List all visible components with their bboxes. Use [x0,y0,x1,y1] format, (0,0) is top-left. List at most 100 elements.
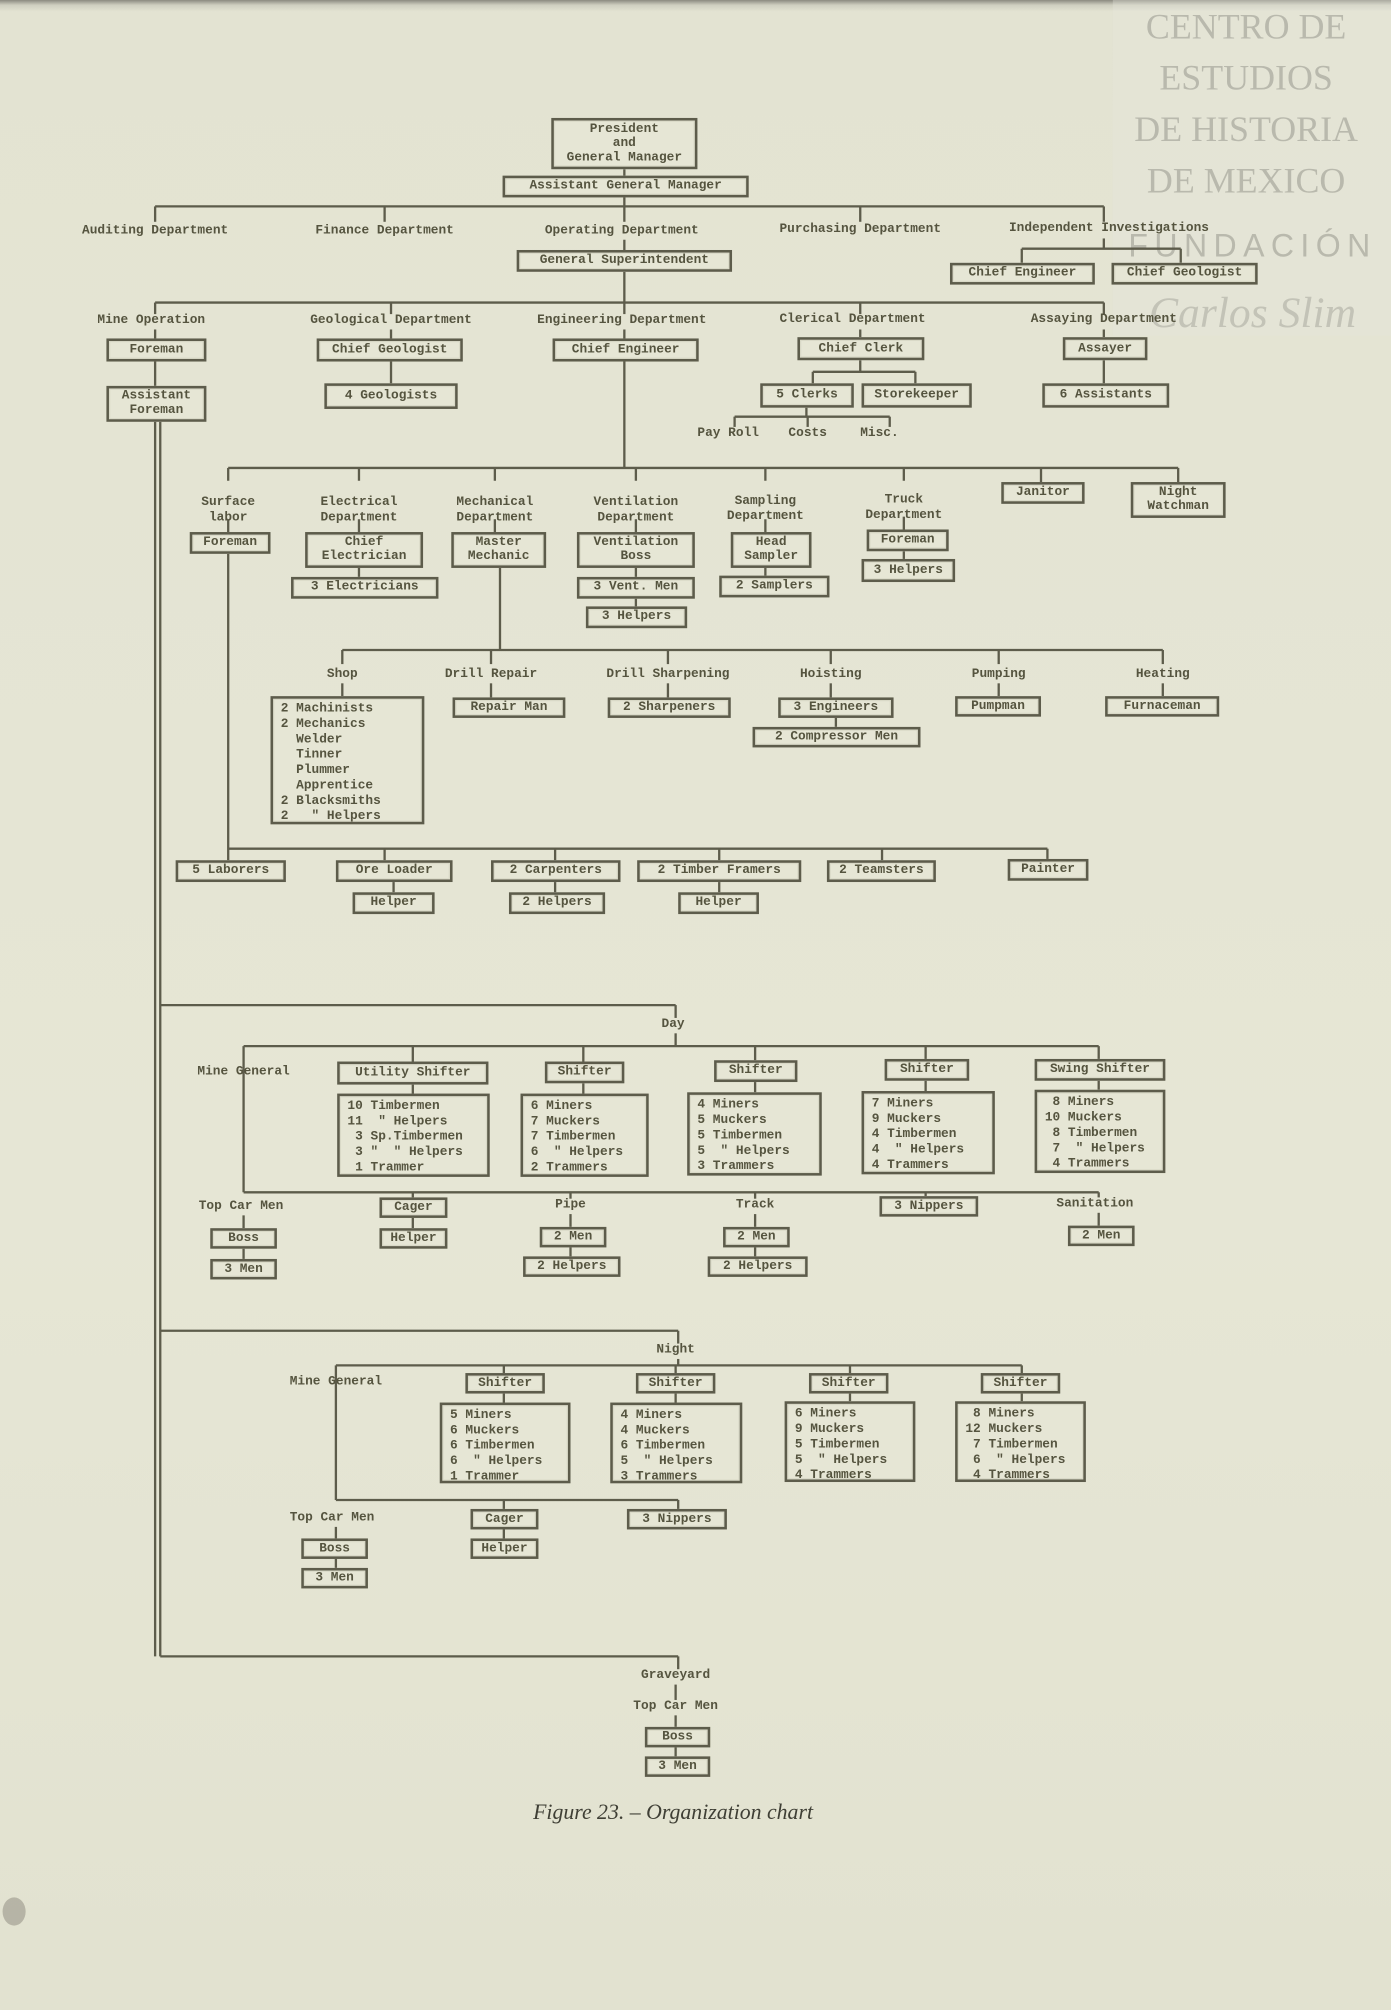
shifter-box: Shifter [714,1060,798,1083]
men-box: 3 Men [210,1258,277,1280]
heating-label: Heating [1135,667,1190,683]
drill-sharpening-label: Drill Sharpening [606,667,730,683]
painter-box: Painter [1007,858,1089,881]
watermark-line: ESTUDIOS [1159,58,1333,99]
timber-framers-box: 2 Timber Framers [637,860,802,883]
engineers-box: 3 Engineers [778,697,894,718]
master-mechanic-box: Master Mechanic [451,532,547,568]
pumping-label: Pumping [971,667,1026,683]
mine-general-label: Mine General [289,1375,383,1390]
ventilation-boss-box: Ventilation Boss [576,532,695,568]
repair-man-box: Repair Man [452,697,566,718]
surface-labor-label: Surface labor [201,496,256,526]
nippers-box: 3 Nippers [626,1508,727,1530]
clerical-label: Clerical Department [779,312,926,327]
crew-list: 4 Miners 4 Muckers 6 Timbermen 5 " Helpe… [610,1402,743,1485]
pay-roll-label: Pay Roll [697,426,759,442]
utility-shifter-box: Utility Shifter [337,1061,489,1085]
finance-label: Finance Department [315,224,454,239]
cager-box: Cager [379,1197,448,1218]
storekeeper-box: Storekeeper [861,383,972,408]
furnaceman-box: Furnaceman [1105,696,1220,717]
night-watchman-box: Night Watchman [1130,482,1226,518]
purchasing-label: Purchasing Department [779,223,942,238]
hoisting-label: Hoisting [799,667,862,683]
helpers-box: 2 Helpers [523,1256,621,1277]
assayer-box: Assayer [1062,337,1148,361]
foreman-box: Foreman [866,529,949,552]
watermark-fundacion: FUNDACIÓN [1128,228,1377,265]
men-box: 3 Men [301,1567,368,1589]
sampling-label: Sampling Department [726,494,804,525]
boss-box: Boss [210,1228,277,1249]
boss-box: Boss [301,1538,368,1559]
mine-general-label: Mine General [197,1065,290,1080]
assistant-foreman-box: Assistant Foreman [106,385,207,422]
figure-caption: Figure 23. – Organization chart [533,1799,814,1825]
pipe-label: Pipe [555,1198,586,1213]
helper-box: Helper [352,892,435,915]
samplers-box: 2 Samplers [719,575,830,598]
shifter-box: Shifter [465,1373,545,1394]
shifter-box: Shifter [884,1058,970,1081]
clerks-box: 5 Clerks [760,383,854,408]
truck-label: Truck Department [865,493,943,524]
operating-label: Operating Department [544,224,699,239]
crew-list: 6 Miners 7 Muckers 7 Timbermen 6 " Helpe… [520,1093,649,1177]
crew-list: 4 Miners 5 Muckers 5 Timbermen 5 " Helpe… [687,1092,822,1176]
mechanical-label: Mechanical Department [456,496,534,526]
track-label: Track [735,1198,775,1213]
chief-geologist-box: Chief Geologist [316,338,463,362]
crew-list: 10 Timbermen 11 " Helpers 3 Sp.Timbermen… [337,1093,490,1177]
crew-list: 5 Miners 6 Muckers 6 Timbermen 6 " Helpe… [439,1402,571,1485]
crew-list: 8 Miners 10 Muckers 8 Timbermen 7 " Help… [1034,1089,1166,1174]
chief-clerk-box: Chief Clerk [797,337,925,361]
helpers-box: 2 Helpers [707,1256,808,1277]
watermark-line: DE MEXICO [1146,161,1346,202]
shifter-box: Shifter [544,1061,625,1084]
day-label: Day [661,1017,685,1033]
compressor-men-box: 2 Compressor Men [752,726,921,748]
head-sampler-box: Head Sampler [730,532,812,568]
general-superintendent-box: General Superintendent [516,249,733,272]
crew-list: 7 Miners 9 Muckers 4 Timbermen 4 " Helpe… [861,1091,995,1175]
foreman-box: Foreman [189,532,271,554]
sanitation-label: Sanitation [1056,1197,1134,1212]
nippers-box: 3 Nippers [879,1196,979,1217]
men-box: 2 Men [723,1226,790,1248]
assaying-label: Assaying Department [1030,312,1177,327]
swing-shifter-box: Swing Shifter [1034,1058,1166,1081]
watermark-signature: Carlos Slim [1148,289,1357,338]
helper-box: Helper [379,1228,448,1249]
watermark-line: DE HISTORIA [1134,110,1358,150]
top-car-men-label: Top Car Men [633,1699,718,1715]
cager-box: Cager [470,1508,539,1530]
helpers-box: 3 Helpers [585,606,688,629]
men-box: 3 Men [644,1756,711,1777]
independent-label: Independent Investigations [1008,221,1209,236]
shifter-box: Shifter [635,1373,716,1394]
graveyard-label: Graveyard [640,1669,711,1684]
watermark-line: CENTRO DE [1145,7,1347,48]
laborers-box: 5 Laborers [175,860,286,883]
shifter-box: Shifter [980,1373,1061,1394]
crew-list: 6 Miners 9 Muckers 5 Timbermen 5 " Helpe… [784,1401,916,1483]
shop-label: Shop [326,667,358,683]
carpenters-box: 2 Carpenters [491,860,621,883]
chief-geologist-box: Chief Geologist [1111,262,1258,285]
men-box: 2 Men [539,1226,607,1248]
boss-box: Boss [644,1726,711,1748]
electrical-label: Electrical Department [320,496,398,526]
crew-list: 8 Miners 12 Muckers 7 Timbermen 6 " Help… [955,1401,1086,1483]
geological-label: Geological Department [310,314,472,329]
vent-men-box: 3 Vent. Men [576,576,695,599]
misc-label: Misc. [860,426,899,442]
chief-electrician-box: Chief Electrician [305,532,424,568]
helper-box: Helper [678,892,759,915]
chief-engineer-box: Chief Engineer [949,262,1095,285]
ink-blot [2,1897,26,1926]
president-box: President and General Manager [551,117,698,170]
electricians-box: 3 Electricians [291,576,439,599]
